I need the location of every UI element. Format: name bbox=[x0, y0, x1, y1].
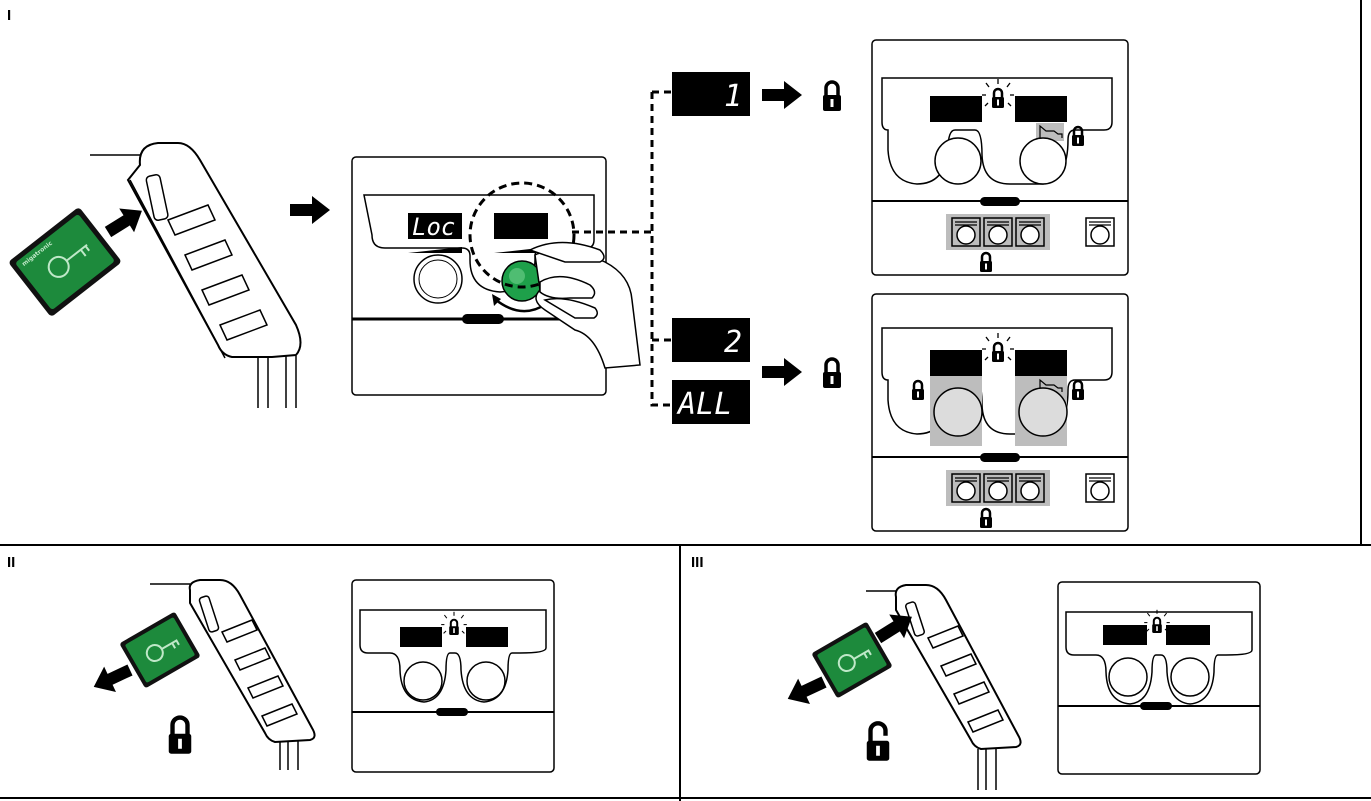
process-curve-icon bbox=[1039, 378, 1063, 392]
machine-handle-i bbox=[90, 142, 302, 408]
machine-handle-ii bbox=[150, 579, 316, 770]
panel-level-2 bbox=[871, 293, 1129, 532]
section-label-ii: II bbox=[7, 554, 15, 571]
loc-display: Loc bbox=[412, 213, 455, 241]
sd-key-card-iii bbox=[812, 622, 892, 698]
padlock-closed-icon bbox=[169, 718, 192, 754]
level-1-display: 1 bbox=[724, 79, 742, 114]
zoom-circle bbox=[468, 181, 576, 289]
machine-handle-iii bbox=[866, 584, 1022, 790]
padlock-open-icon bbox=[867, 723, 890, 761]
level-all-display: ALL bbox=[676, 387, 732, 422]
remove-arrow-ii bbox=[87, 657, 136, 700]
sd-key-card-i: migatronic bbox=[9, 208, 121, 316]
padlock-closed-icon bbox=[821, 80, 843, 113]
process-curve-icon bbox=[1039, 124, 1063, 138]
panel-ii bbox=[351, 579, 555, 773]
front-panel-setup: Loc bbox=[351, 156, 607, 396]
panel-level-1 bbox=[871, 39, 1129, 276]
level-2-display: 2 bbox=[724, 325, 742, 360]
remove-arrow-iii bbox=[781, 669, 830, 712]
sd-key-card-ii bbox=[120, 612, 200, 688]
panel-iii bbox=[1057, 581, 1261, 775]
section-label-iii: III bbox=[691, 554, 704, 571]
hand-illustration bbox=[528, 241, 641, 369]
arrow-right-icon bbox=[290, 196, 330, 224]
padlock-closed-icon bbox=[821, 357, 843, 390]
option-connector bbox=[572, 90, 672, 407]
level-2-option: 2 bbox=[672, 318, 750, 362]
level-1-option: 1 bbox=[672, 72, 843, 116]
section-label-i: I bbox=[7, 7, 11, 24]
level-all-option: ALL bbox=[672, 357, 843, 424]
